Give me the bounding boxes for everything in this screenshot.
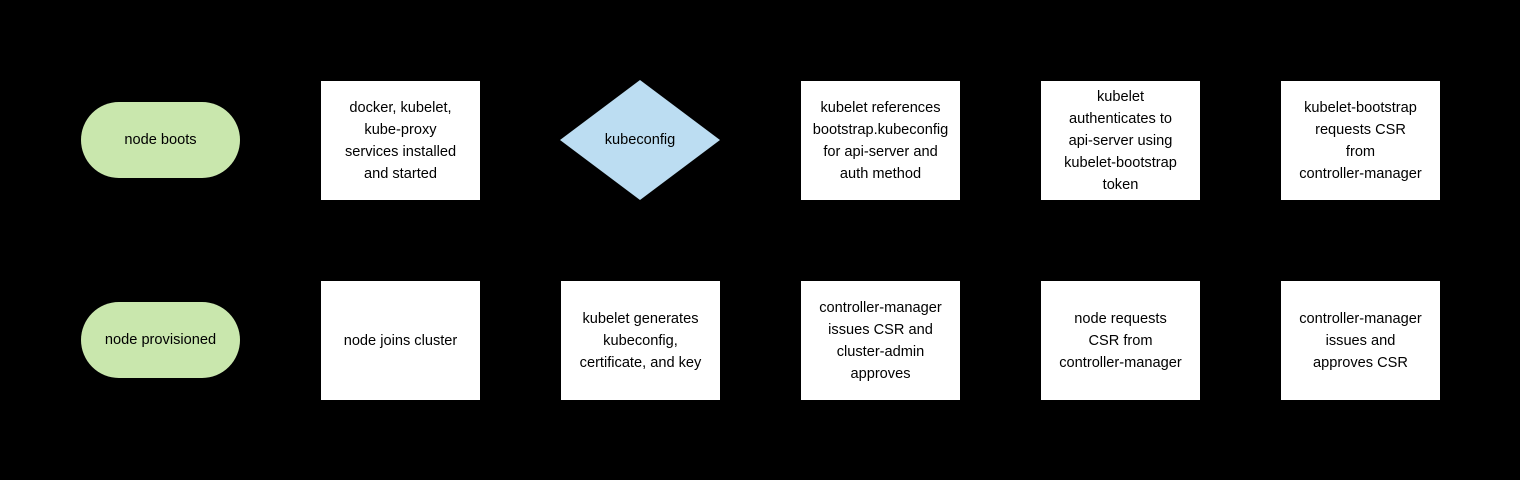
flow-node-label: controller-manager issues CSR and cluste…: [819, 299, 942, 382]
flow-node-kubeconfig-decision[interactable]: kubeconfig: [560, 80, 720, 200]
flow-node-label: node provisioned: [104, 332, 217, 348]
flow-node-kubelet-generates-kubeconfig[interactable]: kubelet generates kubeconfig, certificat…: [561, 281, 720, 400]
flow-node-node-joins-cluster[interactable]: node joins cluster: [321, 281, 480, 400]
flow-node-label: kubelet generates kubeconfig, certificat…: [579, 310, 702, 371]
flow-node-node-provisioned[interactable]: node provisioned: [81, 302, 240, 378]
flow-node-label: kubelet authenticates to api-server usin…: [1064, 88, 1177, 193]
flow-node-label: kubelet-bootstrap requests CSR from cont…: [1299, 99, 1422, 182]
flow-node-label: node requests CSR from controller-manage…: [1059, 310, 1182, 371]
flow-node-label: controller-manager issues and approves C…: [1299, 310, 1422, 371]
flow-node-label: kubelet references bootstrap.kubeconfig …: [812, 99, 949, 182]
flow-node-controller-manager-approves-csr[interactable]: controller-manager issues and approves C…: [1281, 281, 1440, 400]
flow-node-label: kubeconfig: [604, 132, 676, 148]
flow-node-node-requests-csr[interactable]: node requests CSR from controller-manage…: [1041, 281, 1200, 400]
flow-node-label: node joins cluster: [343, 332, 458, 349]
flow-node-node-boots[interactable]: node boots: [81, 102, 240, 178]
flow-node-kubelet-bootstrap-requests-csr[interactable]: kubelet-bootstrap requests CSR from cont…: [1281, 81, 1440, 200]
flow-node-label: docker, kubelet, kube-proxy services ins…: [344, 99, 457, 182]
flow-node-controller-manager-issues-csr[interactable]: controller-manager issues CSR and cluste…: [801, 281, 960, 400]
flow-node-kubelet-references-bootstrap[interactable]: kubelet references bootstrap.kubeconfig …: [801, 81, 960, 200]
flow-node-services-installed[interactable]: docker, kubelet, kube-proxy services ins…: [321, 81, 480, 200]
flow-node-label: node boots: [124, 132, 197, 148]
flow-node-kubelet-authenticates[interactable]: kubelet authenticates to api-server usin…: [1041, 81, 1200, 200]
